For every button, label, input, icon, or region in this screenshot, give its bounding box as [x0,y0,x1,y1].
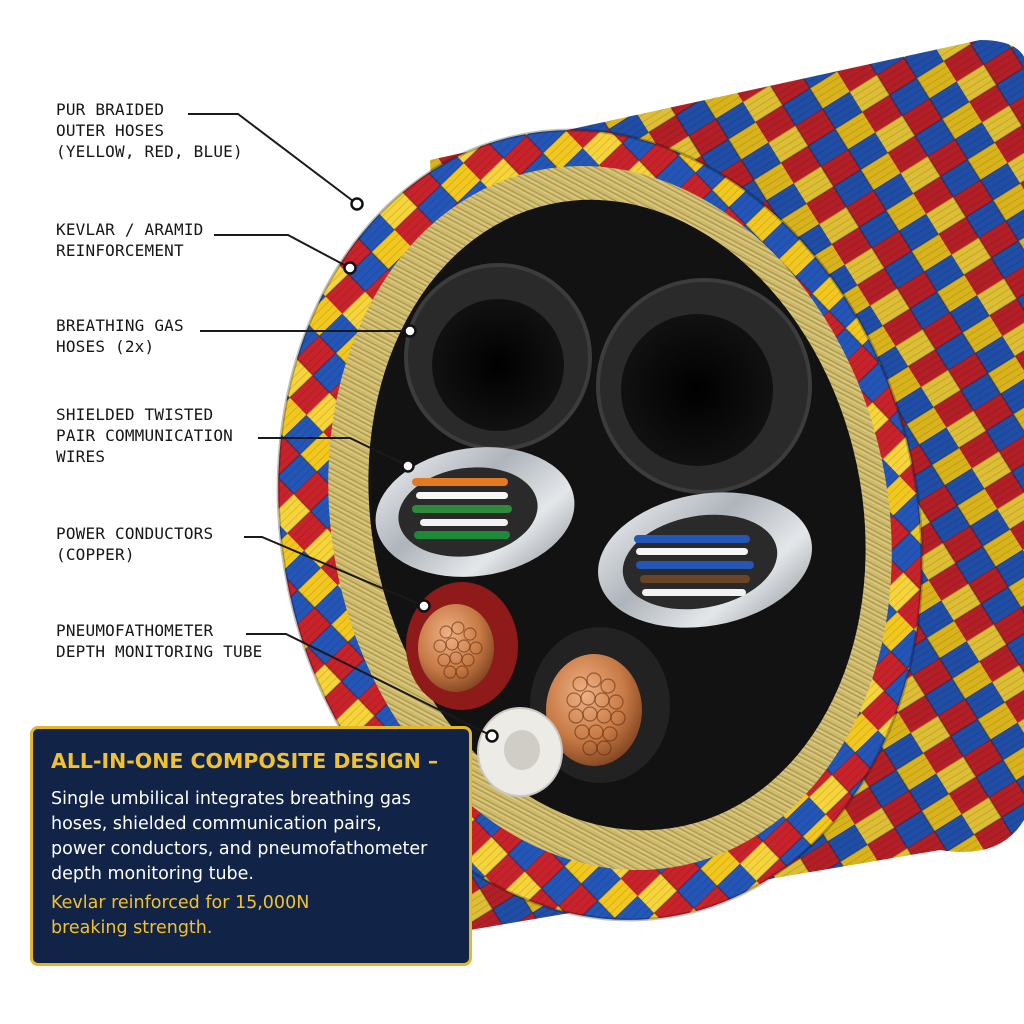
label-line: KEVLAR / ARAMID [56,220,204,239]
label-line: OUTER HOSES [56,121,165,140]
power-conductor-red [406,582,518,710]
label-line: BREATHING GAS [56,316,184,335]
label-line: DEPTH MONITORING TUBE [56,642,263,661]
leader-outer-hoses [188,113,358,205]
label-kevlar: KEVLAR / ARAMID REINFORCEMENT [56,219,204,261]
leader-dots [343,197,499,743]
label-line: REINFORCEMENT [56,241,184,260]
label-line: (YELLOW, RED, BLUE) [56,142,243,161]
copper-strands-red [433,621,483,679]
label-line: PUR BRAIDED [56,100,165,119]
info-body-line: Single umbilical integrates breathing ga… [51,789,411,809]
twisted-pair-bundle-right [598,492,812,628]
label-pneumo: PNEUMOFATHOMETER DEPTH MONITORING TUBE [56,620,263,662]
twisted-pair-bundle-left [375,447,575,577]
label-line: SHIELDED TWISTED [56,405,214,424]
pneumofathometer-tube [477,707,563,797]
dot-outer-hoses [350,197,364,211]
info-body: Single umbilical integrates breathing ga… [51,787,455,887]
breathing-gas-hose-right [596,278,812,494]
info-highlight: Kevlar reinforced for 15,000N breaking s… [51,891,455,941]
info-highlight-line: breaking strength. [51,918,213,938]
dot-power [417,599,431,613]
breathing-gas-hose-left [404,263,592,451]
leader-power [244,536,425,607]
label-line: HOSES (2x) [56,337,155,356]
label-outer-hoses: PUR BRAIDED OUTER HOSES (YELLOW, RED, BL… [56,99,243,162]
info-body-line: depth monitoring tube. [51,864,254,884]
label-line: POWER CONDUCTORS [56,524,214,543]
label-line: PAIR COMMUNICATION [56,426,233,445]
info-body-line: power conductors, and pneumofathometer [51,839,428,859]
info-box: ALL-IN-ONE COMPOSITE DESIGN – Single umb… [30,726,472,966]
info-title: ALL-IN-ONE COMPOSITE DESIGN – [51,749,439,773]
power-conductor-black [530,627,670,783]
label-power: POWER CONDUCTORS (COPPER) [56,523,213,565]
dot-kevlar [343,261,357,275]
label-line: (COPPER) [56,545,135,564]
label-gas-hoses: BREATHING GAS HOSES (2x) [56,315,184,357]
label-line: WIRES [56,447,106,466]
outer-braid-ring-edge [276,128,924,922]
dot-gas-hoses [403,324,417,338]
cable-cut-face [276,128,924,922]
leader-kevlar [214,234,351,269]
label-twisted-pair: SHIELDED TWISTED PAIR COMMUNICATION WIRE… [56,404,233,467]
dot-pneumo [485,729,499,743]
info-body-line: hoses, shielded communication pairs, [51,814,382,834]
dot-twisted-pair [401,459,415,473]
info-highlight-line: Kevlar reinforced for 15,000N [51,893,310,913]
copper-strands-black [566,672,626,756]
leader-pneumo [246,633,493,737]
leader-lines [188,113,493,737]
label-line: PNEUMOFATHOMETER [56,621,214,640]
leader-twisted-pair [258,437,409,467]
